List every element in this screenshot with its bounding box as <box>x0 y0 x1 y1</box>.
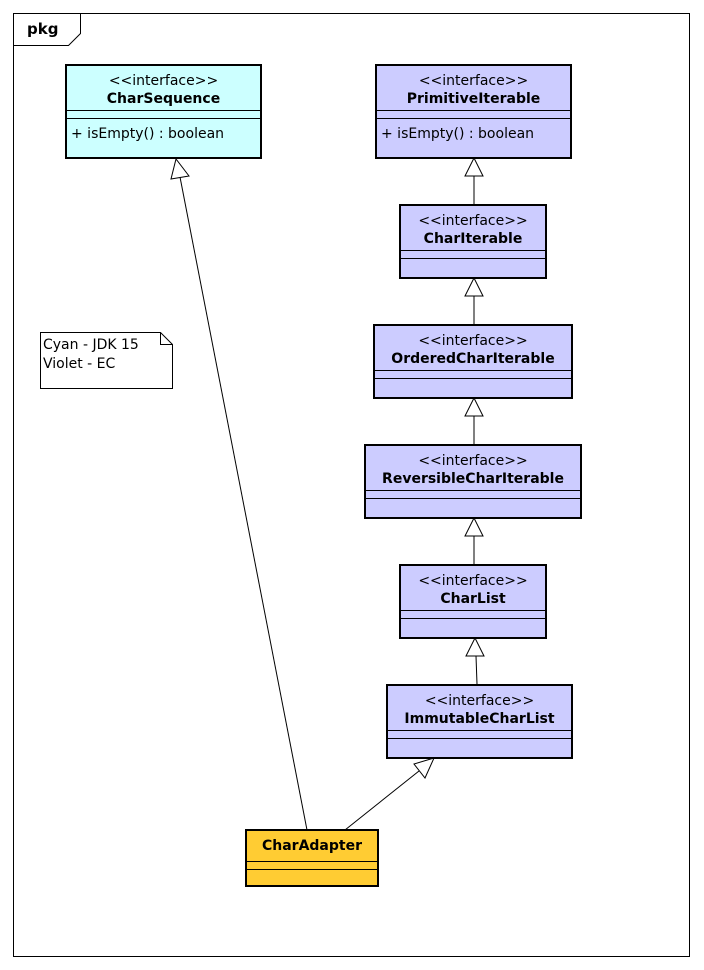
attributes-compartment <box>247 862 377 870</box>
operations-compartment <box>247 870 377 877</box>
line-immutable-to-charlist <box>475 655 478 685</box>
class-name: CharList <box>440 591 506 607</box>
attributes-compartment <box>401 611 545 619</box>
class-orderedchariterable[interactable]: <<interface>> OrderedCharIterable <box>373 324 573 399</box>
class-charadapter[interactable]: CharAdapter <box>245 829 379 887</box>
package-tab-outline <box>13 13 81 46</box>
arrowhead-charsequence <box>170 157 190 180</box>
operations-compartment <box>366 499 580 506</box>
class-name: CharAdapter <box>261 838 362 854</box>
arrowhead-charlist <box>465 636 485 657</box>
class-name: ImmutableCharList <box>404 711 555 727</box>
note-line-violet: Violet - EC <box>43 356 116 372</box>
package-frame <box>13 13 690 957</box>
stereotype-label: <<interface>> <box>418 453 528 469</box>
operations-compartment <box>375 379 571 386</box>
class-charlist[interactable]: <<interface>> CharList <box>399 564 547 639</box>
attributes-compartment <box>67 111 260 119</box>
attributes-compartment <box>377 111 570 119</box>
arrowhead-chariterable <box>464 276 484 297</box>
operations-compartment <box>401 259 545 266</box>
stereotype-label: <<interface>> <box>108 73 219 89</box>
class-charsequence[interactable]: <<interface>> CharSequence + isEmpty() :… <box>65 64 262 159</box>
arrowhead-primitiveiterable <box>464 156 484 177</box>
stereotype-label: <<interface>> <box>418 213 528 229</box>
class-name: OrderedCharIterable <box>391 351 555 367</box>
class-reversiblechariterable[interactable]: <<interface>> ReversibleCharIterable <box>364 444 582 519</box>
stereotype-label: <<interface>> <box>424 693 535 709</box>
line-charadapter-to-charsequence <box>179 176 308 831</box>
class-name: ReversibleCharIterable <box>382 471 564 487</box>
operation-label: + isEmpty() : boolean <box>71 126 225 142</box>
class-primitiveiterable[interactable]: <<interface>> PrimitiveIterable + isEmpt… <box>375 64 572 159</box>
stereotype-label: <<interface>> <box>418 333 528 349</box>
stereotype-label: <<interface>> <box>418 73 529 89</box>
operations-compartment <box>401 619 545 626</box>
arrowhead-immutable <box>413 757 435 779</box>
operations-compartment <box>388 739 571 746</box>
note-line-cyan: Cyan - JDK 15 <box>43 337 139 353</box>
class-chariterable[interactable]: <<interface>> CharIterable <box>399 204 547 279</box>
legend-note: Cyan - JDK 15 Violet - EC <box>43 336 139 374</box>
attributes-compartment <box>388 731 571 739</box>
package-label: pkg <box>27 20 59 38</box>
attributes-compartment <box>401 251 545 259</box>
arrowhead-reversible <box>464 516 484 537</box>
class-name: PrimitiveIterable <box>406 91 541 107</box>
note-shape <box>40 332 173 389</box>
attributes-compartment <box>366 491 580 499</box>
stereotype-label: <<interface>> <box>418 573 528 589</box>
class-immutablecharlist[interactable]: <<interface>> ImmutableCharList <box>386 684 573 759</box>
class-name: CharIterable <box>423 231 523 247</box>
note-fold <box>160 332 173 345</box>
attributes-compartment <box>375 371 571 379</box>
operation-label: + isEmpty() : boolean <box>381 126 535 142</box>
class-name: CharSequence <box>106 91 221 107</box>
arrowhead-ordered <box>464 396 484 417</box>
line-charadapter-to-immutable <box>344 770 420 831</box>
